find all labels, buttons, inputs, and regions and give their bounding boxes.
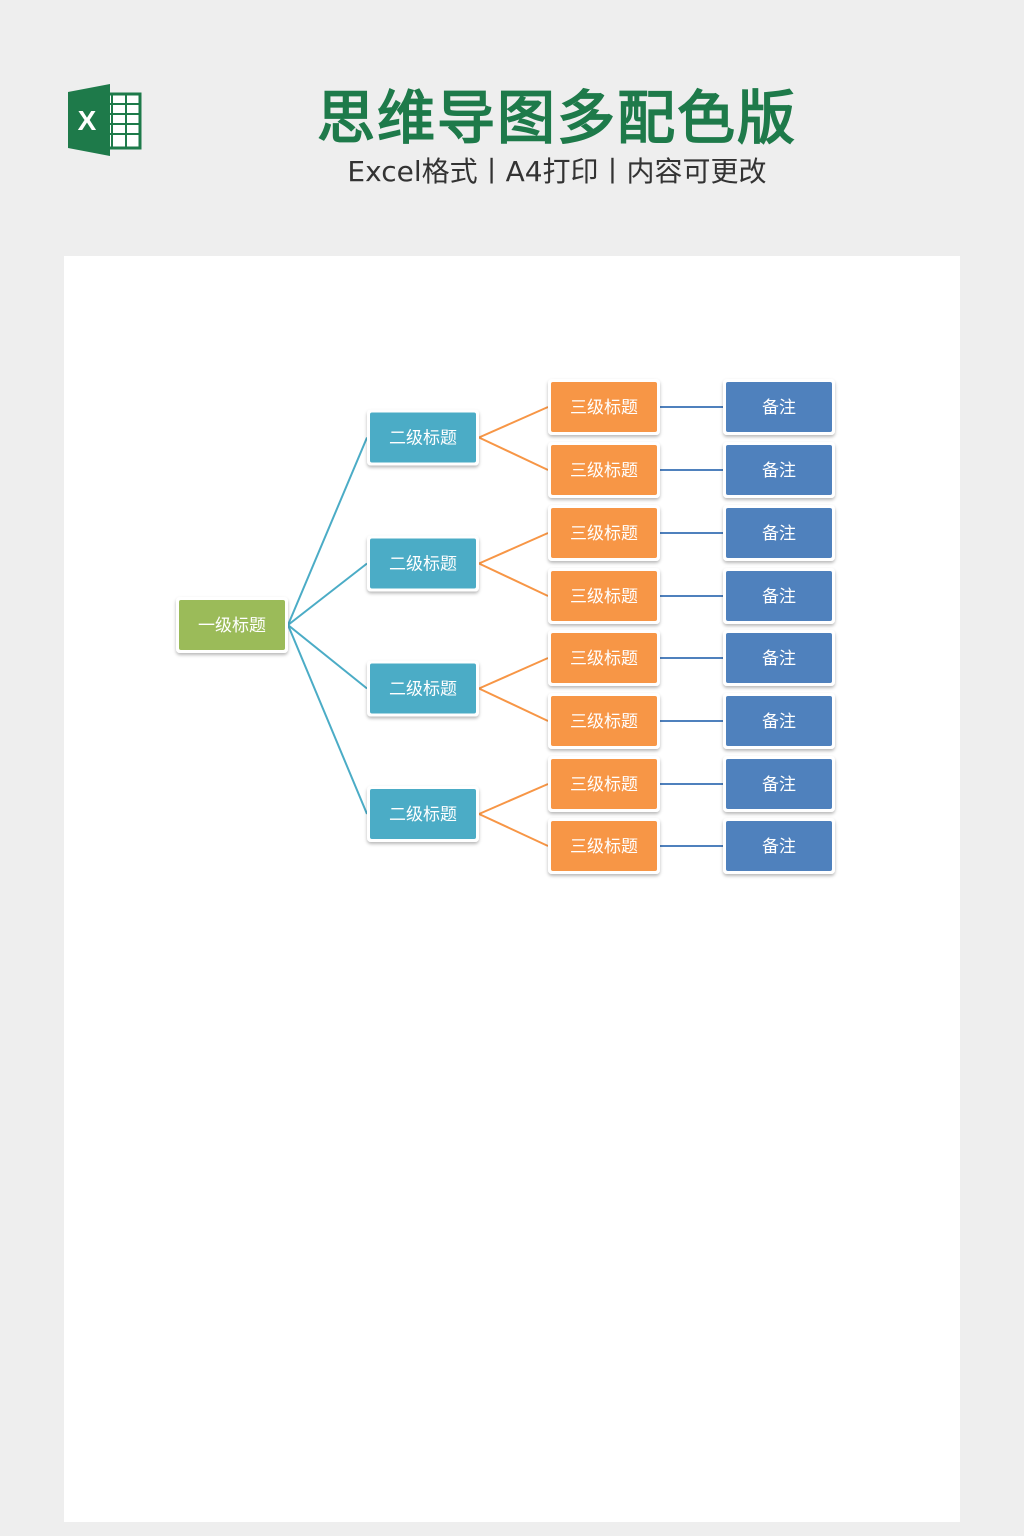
level2-node-2: 二级标题 bbox=[367, 535, 479, 592]
level3-node-3-2-label: 三级标题 bbox=[570, 712, 638, 732]
level3-node-2-2: 三级标题 bbox=[548, 568, 660, 624]
note-node-1-1: 备注 bbox=[723, 379, 835, 435]
note-node-4-1: 备注 bbox=[723, 756, 835, 812]
connector-root-branch-4 bbox=[287, 624, 368, 815]
page-subtitle: Excel格式丨A4打印丨内容可更改 bbox=[347, 155, 767, 188]
level2-node-3: 二级标题 bbox=[367, 660, 479, 717]
level3-node-4-1: 三级标题 bbox=[548, 756, 660, 812]
note-node-1-1-label: 备注 bbox=[762, 398, 796, 418]
connector-root-branch-3 bbox=[287, 624, 368, 690]
connector-branch-2-sub-2 bbox=[478, 562, 549, 597]
note-node-1-2: 备注 bbox=[723, 442, 835, 498]
level2-node-3-label: 二级标题 bbox=[389, 680, 457, 700]
connector-branch-2-sub-1 bbox=[478, 532, 549, 565]
note-node-3-1: 备注 bbox=[723, 630, 835, 686]
level2-node-1-label: 二级标题 bbox=[389, 429, 457, 449]
level3-node-1-2: 三级标题 bbox=[548, 442, 660, 498]
root-node: 一级标题 bbox=[176, 597, 288, 653]
connector-root-branch-2 bbox=[287, 562, 368, 626]
note-node-2-1-label: 备注 bbox=[762, 524, 796, 544]
connector-root-branch-1 bbox=[287, 437, 368, 626]
page-title: 思维导图多配色版 bbox=[316, 84, 797, 152]
note-node-3-2-label: 备注 bbox=[762, 712, 796, 732]
note-node-4-2-label: 备注 bbox=[762, 837, 796, 857]
note-node-3-1-label: 备注 bbox=[762, 649, 796, 669]
note-node-2-2-label: 备注 bbox=[762, 587, 796, 607]
connector-branch-3-sub-2 bbox=[478, 687, 549, 722]
note-node-2-1: 备注 bbox=[723, 505, 835, 561]
level3-node-4-2: 三级标题 bbox=[548, 818, 660, 874]
level3-node-2-2-label: 三级标题 bbox=[570, 587, 638, 607]
level3-node-1-2-label: 三级标题 bbox=[570, 461, 638, 481]
note-node-2-2: 备注 bbox=[723, 568, 835, 624]
level2-node-2-label: 二级标题 bbox=[389, 555, 457, 575]
level3-node-4-1-label: 三级标题 bbox=[570, 775, 638, 795]
note-node-1-2-label: 备注 bbox=[762, 461, 796, 481]
level3-node-1-1-label: 三级标题 bbox=[570, 398, 638, 418]
connector-branch-4-sub-2 bbox=[478, 813, 549, 847]
root-node-label: 一级标题 bbox=[198, 616, 266, 636]
excel-icon: X bbox=[66, 84, 144, 156]
note-node-4-2: 备注 bbox=[723, 818, 835, 874]
level3-node-2-1-label: 三级标题 bbox=[570, 524, 638, 544]
excel-logo-letter: X bbox=[78, 105, 97, 136]
level3-node-1-1: 三级标题 bbox=[548, 379, 660, 435]
note-node-4-1-label: 备注 bbox=[762, 775, 796, 795]
level3-node-3-2: 三级标题 bbox=[548, 693, 660, 749]
level3-node-3-1-label: 三级标题 bbox=[570, 649, 638, 669]
connector-branch-3-sub-1 bbox=[478, 657, 549, 690]
level2-node-4-label: 二级标题 bbox=[389, 805, 457, 825]
level3-node-2-1: 三级标题 bbox=[548, 505, 660, 561]
level3-node-4-2-label: 三级标题 bbox=[570, 837, 638, 857]
note-node-3-2: 备注 bbox=[723, 693, 835, 749]
connector-branch-4-sub-1 bbox=[478, 783, 549, 815]
level3-node-3-1: 三级标题 bbox=[548, 630, 660, 686]
level2-node-1: 二级标题 bbox=[367, 409, 479, 466]
connector-branch-1-sub-1 bbox=[478, 406, 549, 439]
connector-branch-1-sub-2 bbox=[478, 436, 549, 471]
level2-node-4: 二级标题 bbox=[367, 786, 479, 842]
